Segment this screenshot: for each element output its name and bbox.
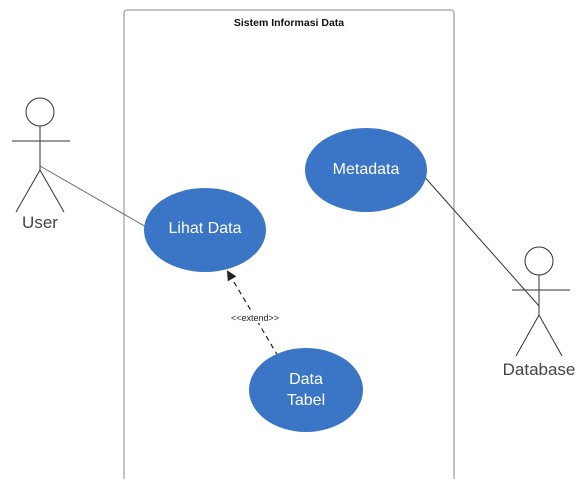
actor-database-figure — [512, 246, 570, 357]
use-case-label-data-tabel-line1: Data — [289, 371, 323, 388]
system-boundary-title: Sistem Informasi Data — [233, 17, 345, 29]
system-boundary — [123, 9, 455, 479]
use-case-lihat-data[interactable] — [144, 188, 266, 272]
use-case-label-metadata: Metadata — [332, 161, 400, 178]
association-user-lihat-data — [39, 165, 149, 229]
use-case-data-tabel[interactable] — [249, 348, 363, 432]
use-case-label-data-tabel-line2: Tabel — [286, 392, 326, 409]
use-case-metadata[interactable] — [305, 128, 427, 212]
use-case-label-lihat-data: Lihat Data — [168, 220, 242, 237]
extend-relation-label: <<extend>> — [229, 313, 282, 324]
actor-label-user: User — [22, 213, 58, 232]
association-database-metadata — [421, 173, 540, 307]
actor-user-figure — [12, 97, 70, 213]
actor-label-database: Database — [502, 360, 576, 379]
